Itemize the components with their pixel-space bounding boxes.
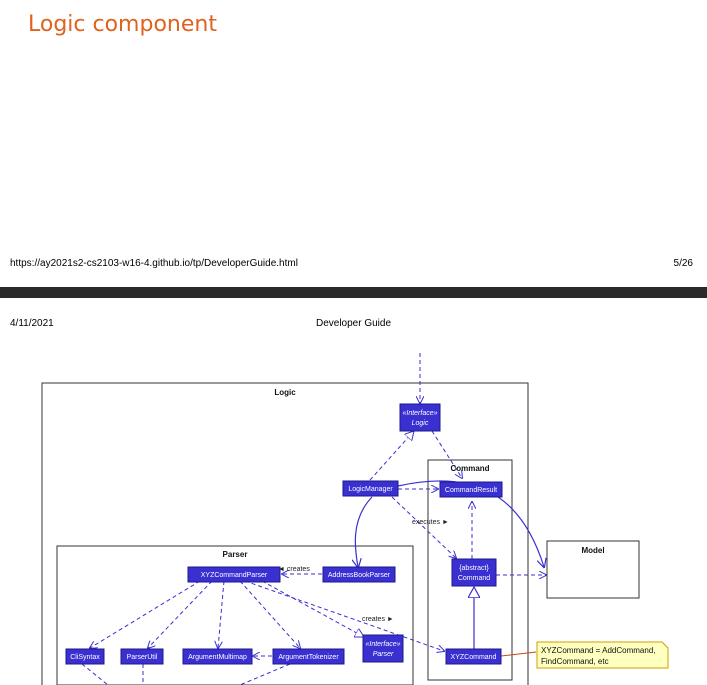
logic-uses-commandresult — [431, 430, 462, 478]
logic-interface[interactable]: «Interface» Logic — [399, 403, 441, 432]
command-package-title: Command — [450, 464, 489, 473]
svg-text:ArgumentMultimap: ArgumentMultimap — [188, 654, 247, 661]
logic-class-diagram: Logic Command Parser Model executes ► ◄ … — [41, 353, 669, 685]
clisyntax-class[interactable]: CliSyntax — [65, 648, 105, 665]
xyzparser-uses-clisyntax — [90, 580, 201, 648]
svg-text:AddressBookParser: AddressBookParser — [328, 572, 391, 579]
svg-text:FindCommand, etc: FindCommand, etc — [541, 657, 609, 666]
xyzparser-implements-parser — [261, 580, 364, 637]
executes-label: executes ► — [412, 519, 449, 526]
logic-package-title: Logic — [274, 388, 296, 397]
parser-package-title: Parser — [223, 550, 248, 559]
footer-url: https://ay2021s2-cs2103-w16-4.github.io/… — [10, 258, 298, 269]
svg-text:CommandResult: CommandResult — [445, 487, 497, 494]
xyzparser-uses-argtokenizer — [239, 580, 300, 648]
creates-left-label: ◄ creates — [278, 566, 310, 573]
xyzcommand-note: XYZCommand = AddCommand, FindCommand, et… — [536, 641, 669, 669]
note-link — [500, 651, 537, 657]
argumenttokenizer-class[interactable]: ArgumentTokenizer — [272, 648, 345, 665]
clisyntax-continuation — [81, 663, 109, 685]
logicmanager-to-addressbookparser — [355, 496, 373, 567]
logicmanager-implements-logic — [369, 431, 414, 481]
svg-text:CliSyntax: CliSyntax — [70, 654, 100, 661]
page-heading: Logic component — [28, 12, 217, 37]
svg-text:LogicManager: LogicManager — [348, 486, 393, 493]
svg-text:ParserUtil: ParserUtil — [127, 654, 158, 661]
svg-text:{abstract}: {abstract} — [459, 565, 489, 572]
logicmanager-executes-command — [391, 496, 456, 558]
header-title: Developer Guide — [315, 318, 392, 329]
abstract-command-class[interactable]: {abstract} Command — [451, 558, 497, 587]
addressbookparser-class[interactable]: AddressBookParser — [322, 566, 396, 583]
xyzcommand-class[interactable]: XYZCommand — [445, 648, 502, 665]
xyzparser-uses-parserutil — [148, 580, 213, 648]
svg-text:«Interface»: «Interface» — [365, 641, 400, 648]
svg-text:XYZCommand: XYZCommand — [451, 654, 497, 661]
argtokenizer-continuation — [239, 663, 291, 685]
svg-text:Command: Command — [458, 575, 490, 582]
model-package-title: Model — [581, 546, 604, 555]
page-break-bar — [0, 287, 707, 298]
svg-text:«Interface»: «Interface» — [402, 410, 437, 417]
xyzparser-creates-xyzcommand — [244, 580, 444, 651]
svg-text:Logic: Logic — [412, 420, 429, 427]
footer-page-number: 5/26 — [673, 258, 693, 269]
commandresult-class[interactable]: CommandResult — [439, 481, 503, 498]
creates-right-label: creates ► — [362, 616, 394, 623]
header-date: 4/11/2021 — [10, 318, 54, 329]
parserutil-class[interactable]: ParserUtil — [120, 648, 164, 665]
svg-text:XYZCommand = AddCommand,: XYZCommand = AddCommand, — [541, 646, 656, 655]
svg-text:ArgumentTokenizer: ArgumentTokenizer — [278, 654, 339, 661]
svg-text:Parser: Parser — [373, 651, 394, 658]
model-package — [546, 540, 640, 599]
svg-text:XYZCommandParser: XYZCommandParser — [201, 572, 268, 579]
xyzparser-uses-argmultimap — [218, 580, 225, 648]
argumentmultimap-class[interactable]: ArgumentMultimap — [182, 648, 253, 665]
logicmanager-class[interactable]: LogicManager — [342, 480, 399, 497]
parser-interface[interactable]: «Interface» Parser — [362, 634, 404, 663]
xyzcommandparser-class[interactable]: XYZCommandParser — [187, 566, 281, 583]
